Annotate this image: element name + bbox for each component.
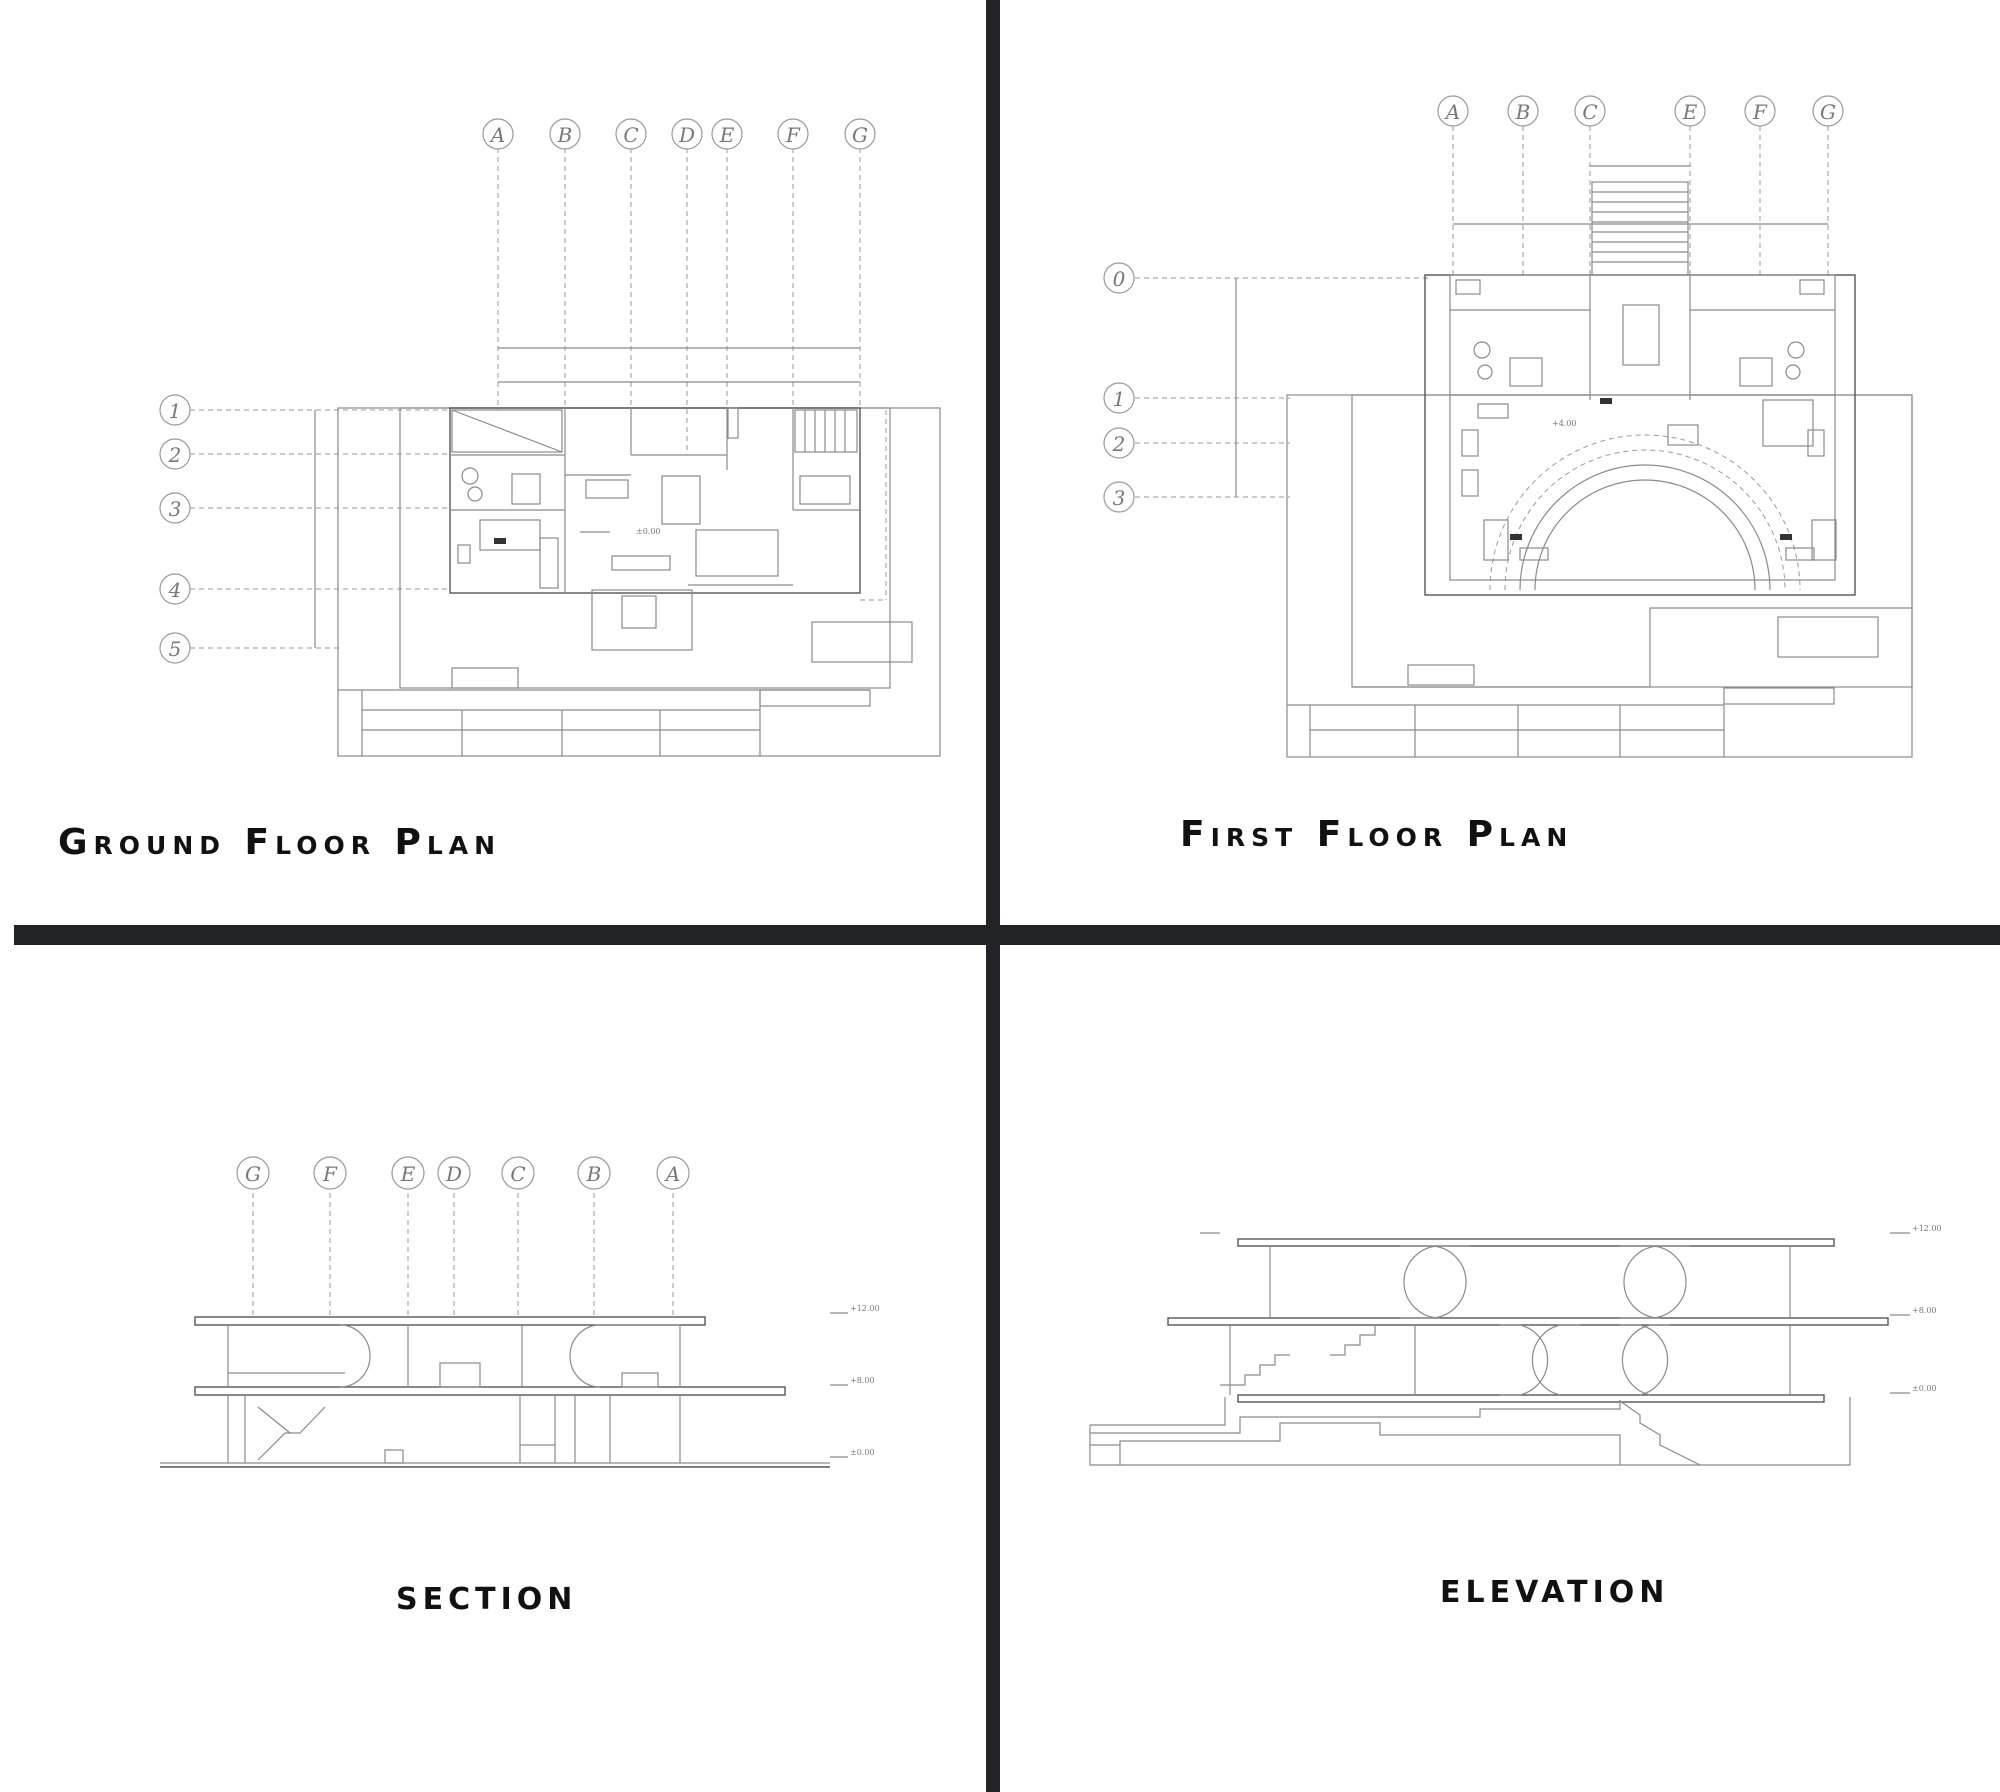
ground-col-e: E: [719, 123, 735, 147]
first-row-3: 3: [1113, 486, 1126, 510]
first-floor-title: First Floor Plan: [1180, 814, 1574, 855]
ground-row-2: 2: [168, 443, 182, 467]
first-column-bubbles: A B C E F G: [1437, 95, 1844, 127]
first-level-label: +4.00: [1552, 419, 1577, 428]
elevation-level-mid: +8.00: [1912, 1306, 1937, 1315]
elevation-panel: +12.00 +8.00 ±0.00 ELEVATION: [1000, 945, 2000, 1792]
section-drawing: +12.00 +8.00 ±0.00 G F E D C B A: [160, 1156, 880, 1468]
ground-row-5: 5: [169, 637, 182, 661]
section-level-mid: +8.00: [850, 1376, 875, 1385]
section-col-g: G: [245, 1162, 261, 1186]
horizontal-divider: [14, 925, 2000, 945]
first-row-bubbles: 0 1 2 3: [1103, 262, 1135, 513]
section-level-ground: ±0.00: [850, 1448, 875, 1457]
ground-column-bubbles: A B C D E F G: [482, 118, 876, 150]
ground-floor-panel: ±0.00 A B C D E F G 1 2 3 4 5 Ground Flo…: [0, 0, 986, 925]
ground-row-bubbles: 1 2 3 4 5: [159, 394, 191, 664]
section-col-c: C: [510, 1162, 525, 1186]
section-level-top: +12.00: [850, 1304, 880, 1313]
ground-col-g: G: [852, 123, 868, 147]
first-row-1: 1: [1113, 387, 1126, 411]
ground-col-d: D: [678, 123, 695, 147]
elevation-drawing: +12.00 +8.00 ±0.00: [1089, 1224, 1942, 1466]
section-col-d: D: [445, 1162, 462, 1186]
first-col-c: C: [1582, 100, 1597, 124]
ground-floor-drawing: ±0.00 A B C D E F G 1 2 3 4 5: [159, 118, 941, 757]
section-col-a: A: [664, 1162, 680, 1186]
section-panel: +12.00 +8.00 ±0.00 G F E D C B A SECTION: [0, 945, 986, 1792]
first-col-g: G: [1820, 100, 1836, 124]
ground-level-label: ±0.00: [636, 527, 661, 536]
ground-row-1: 1: [169, 399, 182, 423]
first-floor-drawing: +4.00 A B C E F G 0 1 2 3: [1103, 95, 1913, 758]
ground-col-f: F: [785, 123, 801, 147]
elevation-level-ground: ±0.00: [1912, 1384, 1937, 1393]
first-row-2: 2: [1112, 432, 1126, 456]
ground-floor-title: Ground Floor Plan: [58, 822, 502, 863]
elevation-level-top: +12.00: [1912, 1224, 1942, 1233]
first-col-e: E: [1682, 100, 1698, 124]
section-title: SECTION: [396, 1582, 578, 1617]
first-floor-panel: +4.00 A B C E F G 0 1 2 3 First Floor Pl…: [1000, 0, 2000, 925]
vertical-divider: [986, 0, 1000, 1792]
ground-row-4: 4: [168, 578, 182, 602]
first-col-a: A: [1444, 100, 1460, 124]
first-col-f: F: [1752, 100, 1768, 124]
first-col-b: B: [1515, 100, 1531, 124]
elevation-title: ELEVATION: [1440, 1575, 1670, 1610]
section-col-b: B: [586, 1162, 602, 1186]
section-column-bubbles: G F E D C B A: [236, 1156, 690, 1190]
ground-col-b: B: [557, 123, 573, 147]
section-col-e: E: [400, 1162, 416, 1186]
section-col-f: F: [322, 1162, 338, 1186]
ground-row-3: 3: [169, 497, 182, 521]
ground-col-a: A: [489, 123, 505, 147]
ground-col-c: C: [623, 123, 638, 147]
first-row-0: 0: [1113, 267, 1126, 291]
